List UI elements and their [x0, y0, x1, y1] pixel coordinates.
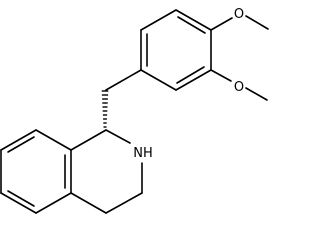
bond: [0, 192, 37, 214]
benzo-ring: [0, 129, 72, 214]
double-bond-line: [7, 190, 35, 207]
dimethoxyphenyl-ring: [140, 9, 212, 91]
bond: [245, 15, 269, 30]
bond: [105, 129, 131, 144]
bond: [245, 87, 268, 101]
double-bond-line: [176, 66, 205, 84]
benzyl-bond: [105, 69, 142, 91]
bond: [35, 192, 72, 214]
bond: [175, 9, 212, 31]
bond: [70, 192, 107, 214]
bond: [35, 129, 72, 151]
double-bond-line: [7, 136, 35, 153]
nitrogen-label: NH: [133, 146, 153, 161]
bond: [210, 17, 233, 31]
methoxy-lower: [210, 69, 268, 101]
bond: [70, 129, 107, 151]
methoxy-upper: [210, 15, 269, 31]
bond: [140, 9, 177, 31]
bond: [210, 69, 232, 82]
oxygen-label-upper: O: [234, 7, 244, 22]
double-bond-line: [177, 16, 206, 34]
hashed-wedge: [101, 90, 109, 128]
bond: [0, 129, 37, 151]
bond: [175, 69, 212, 91]
chemical-structure: NH O O: [0, 7, 269, 214]
piperidine-ring: [70, 129, 143, 214]
bond: [105, 192, 143, 214]
oxygen-label-lower: O: [234, 80, 244, 95]
bond: [140, 69, 177, 91]
